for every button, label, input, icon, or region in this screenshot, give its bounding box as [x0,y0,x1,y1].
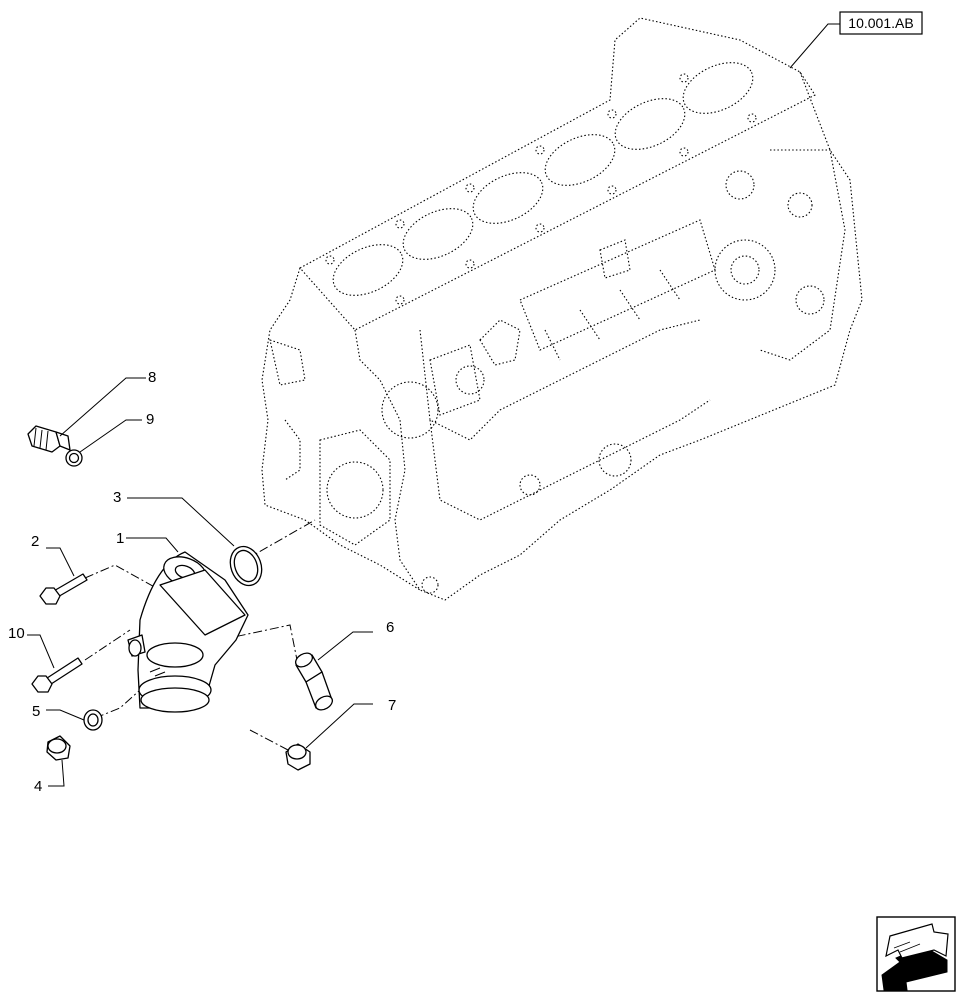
callout-8[interactable]: 8 [59,369,156,437]
reference-label-text: 10.001.AB [848,15,913,31]
callout-2-label: 2 [31,533,39,550]
callout-7-label: 7 [388,697,396,714]
callout-3[interactable]: 3 [113,489,235,547]
part-2-bolt[interactable] [39,573,88,605]
part-7-plug[interactable] [285,743,311,771]
callout-4[interactable]: 4 [34,759,65,795]
part-9-o-ring[interactable] [65,449,83,467]
callout-4-label: 4 [34,778,42,795]
callout-3-label: 3 [113,489,121,506]
part-10-bolt[interactable] [31,657,83,693]
callout-10[interactable]: 10 [8,625,55,669]
part-3-o-ring[interactable] [225,542,267,590]
callout-7[interactable]: 7 [305,697,396,749]
callout-6[interactable]: 6 [317,619,394,661]
callout-9-label: 9 [146,411,154,428]
part-4-plug[interactable] [46,735,71,761]
reference-label[interactable]: 10.001.AB [839,11,923,35]
callout-8-label: 8 [148,369,156,386]
callout-9[interactable]: 9 [79,411,154,453]
part-6-fitting[interactable] [293,650,335,712]
callout-1[interactable]: 1 [116,530,179,553]
callout-2[interactable]: 2 [31,533,75,577]
part-8-adapter[interactable] [27,425,71,453]
part-5-sealing-washer[interactable] [83,709,103,731]
engine-block [261,17,863,601]
callout-5[interactable]: 5 [32,703,85,721]
callout-5-label: 5 [32,703,40,720]
callout-10-label: 10 [8,625,25,642]
arrow-back-icon[interactable] [876,916,956,992]
callout-6-label: 6 [386,619,394,636]
part-1-water-outlet-elbow[interactable] [127,551,249,713]
callout-1-label: 1 [116,530,124,547]
